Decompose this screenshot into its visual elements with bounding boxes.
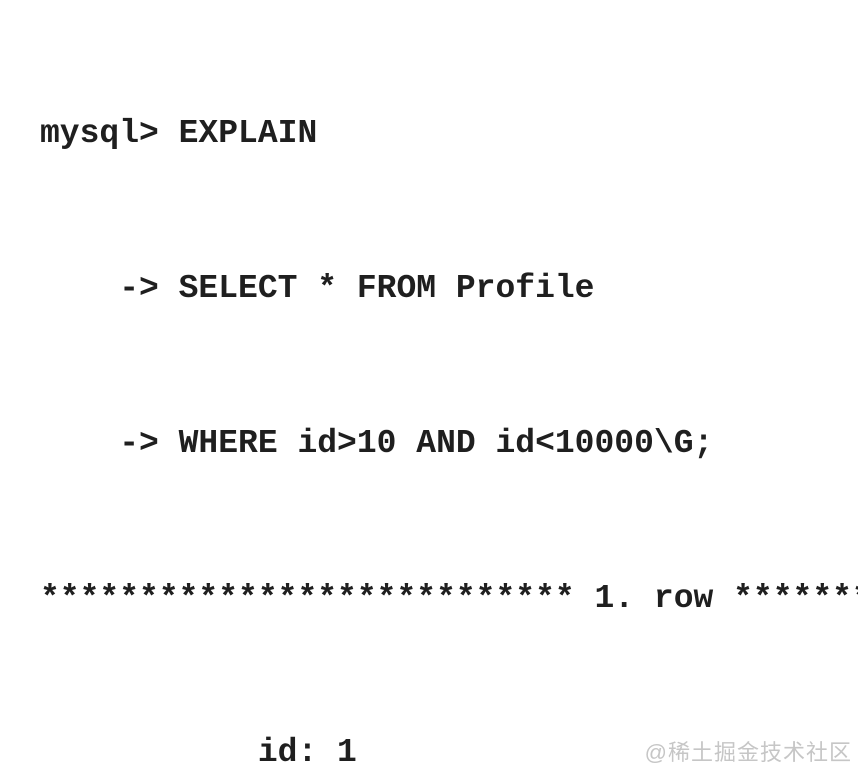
mysql-prompt-line: mysql> EXPLAIN — [40, 115, 318, 153]
query-continuation-line-where: -> WHERE id>10 AND id<10000\G; — [40, 424, 714, 462]
field-value: 1 — [337, 734, 357, 772]
query-continuation-line-select: -> SELECT * FROM Profile — [40, 269, 595, 307]
field-name: id — [257, 734, 298, 772]
row-separator-line: *************************** 1. row *****… — [40, 579, 858, 617]
community-watermark: @稀土掘金技术社区 — [644, 740, 852, 765]
colon-separator: : — [297, 734, 338, 772]
explain-field-id: id: 1 — [40, 727, 858, 778]
